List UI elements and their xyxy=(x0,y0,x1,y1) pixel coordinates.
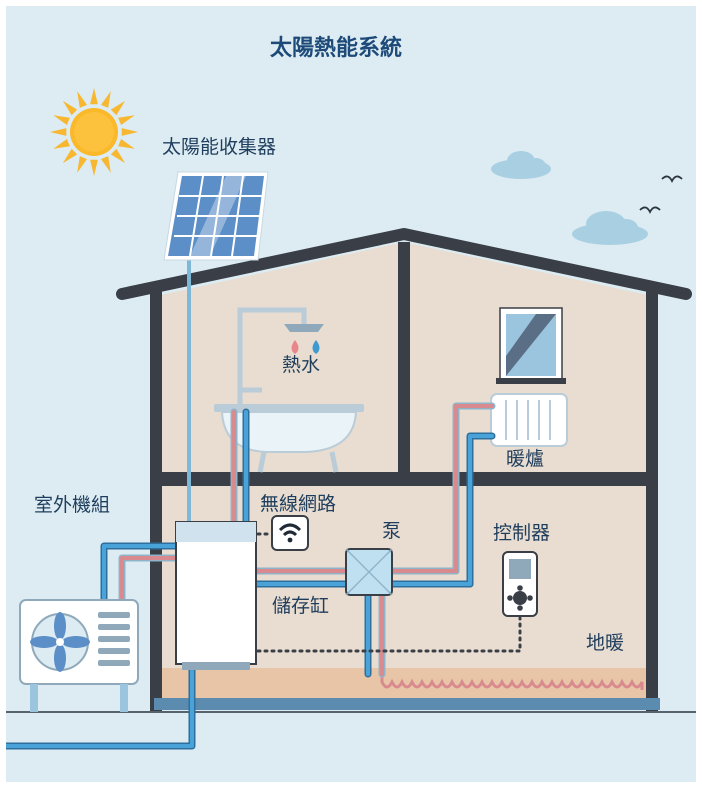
roof xyxy=(116,228,692,300)
storage-tank xyxy=(175,521,257,670)
controller-device xyxy=(502,551,538,617)
sun-ray xyxy=(53,115,70,125)
sun-ray xyxy=(62,148,78,164)
sun-ray xyxy=(90,88,98,105)
cold-pipe xyxy=(102,544,178,608)
sun-ray xyxy=(121,128,138,136)
diagram-frame: 太陽熱能系統 太陽能收集器 熱水 暖爐 室外機組 無線網路 泵 控制器 儲存缸 … xyxy=(6,6,696,782)
floor-heating-coil xyxy=(380,674,644,690)
cloud-icon xyxy=(572,211,648,245)
sun-ray xyxy=(101,91,111,108)
pump-label: 泵 xyxy=(382,520,402,542)
sun-ray xyxy=(110,100,126,116)
sun-ray xyxy=(62,100,78,116)
radiator-unit xyxy=(490,393,568,447)
sun-ray xyxy=(118,139,135,149)
diagram-canvas xyxy=(6,88,696,750)
sun-ray xyxy=(77,91,87,108)
foundation xyxy=(154,698,660,710)
outdoor-unit xyxy=(19,599,139,712)
sun-ray xyxy=(50,128,67,136)
shower-head xyxy=(284,324,324,332)
wifi-label: 無線網路 xyxy=(260,493,337,515)
floor-heating-label: 地暖 xyxy=(586,632,625,654)
hot-pipe xyxy=(454,404,494,573)
diagram-title: 太陽熱能系統 xyxy=(270,36,403,61)
storage-tank-label: 儲存缸 xyxy=(272,595,330,617)
shower xyxy=(237,307,307,404)
sun-icon xyxy=(50,88,138,176)
bathtub xyxy=(214,404,364,473)
cloud-icon xyxy=(491,151,551,179)
window xyxy=(496,307,566,384)
sun-ray xyxy=(101,156,111,173)
cold-pipe xyxy=(468,434,494,586)
wifi-icon xyxy=(271,515,309,551)
center-wall xyxy=(398,242,410,478)
control-link xyxy=(256,616,522,653)
bird-icon xyxy=(639,206,661,215)
hot-water-label: 熱水 xyxy=(282,354,321,376)
sun-ray xyxy=(90,159,98,176)
collector-label: 太陽能收集器 xyxy=(162,136,277,158)
radiator-label: 暖爐 xyxy=(506,448,545,470)
floor-divider xyxy=(162,472,646,486)
hot-drop-icon xyxy=(291,340,299,354)
sun-ray xyxy=(53,139,70,149)
collector-pole xyxy=(187,256,191,522)
hot-pipe xyxy=(120,556,178,600)
sun-ray xyxy=(118,115,135,125)
sun-ray xyxy=(110,148,126,164)
cold-drop-icon xyxy=(312,340,320,354)
pump-unit xyxy=(345,548,393,596)
controller-label: 控制器 xyxy=(493,522,551,544)
left-wall xyxy=(150,291,162,711)
sun-ray xyxy=(77,156,87,173)
bird-icon xyxy=(661,175,683,184)
outdoor-unit-label: 室外機組 xyxy=(34,494,111,516)
solar-panel xyxy=(163,171,269,261)
cold-pipe xyxy=(6,668,194,748)
right-wall xyxy=(646,291,658,711)
